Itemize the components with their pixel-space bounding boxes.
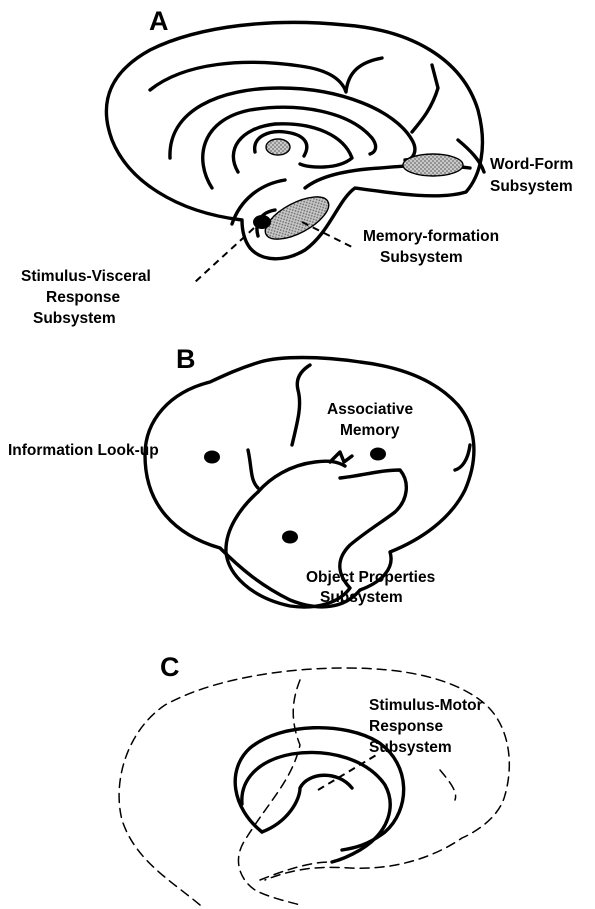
word-form-region: [403, 154, 463, 176]
object-properties-label-line1: Object Properties: [306, 569, 435, 586]
word-form-label-line2: Subsystem: [490, 178, 573, 195]
panel-b-inferior-sulcus: [248, 450, 258, 488]
panel-b: B Information Look-up Associative Memory…: [8, 344, 474, 607]
panel-a-sulcus-parietal: [412, 65, 438, 132]
panel-b-letter: B: [176, 344, 196, 374]
panel-a-letter: A: [149, 6, 169, 36]
stimulus-visceral-label-line1: Stimulus-Visceral: [21, 268, 151, 285]
stimulus-motor-label-line2: Response: [369, 718, 443, 735]
information-lookup-label: Information Look-up: [8, 442, 159, 459]
stimulus-visceral-region: [253, 215, 271, 229]
panel-a-callosum: [233, 124, 352, 172]
information-lookup-region: [204, 451, 220, 464]
panel-c-posterior-dashed: [440, 770, 456, 800]
panel-a-thalamic-region: [266, 139, 290, 155]
stimulus-motor-label-line3: Subsystem: [369, 739, 452, 756]
stimulus-motor-label-line1: Stimulus-Motor: [369, 697, 483, 714]
stimulus-visceral-label-line2: Response: [46, 289, 120, 306]
associative-memory-region: [370, 448, 386, 461]
panel-b-notch: [330, 452, 352, 462]
panel-c: C Stimulus-Motor Response Subsystem: [119, 652, 509, 905]
associative-memory-label-line2: Memory: [340, 422, 400, 439]
panel-b-parietal-sulcus: [455, 445, 470, 470]
panel-c-fornix: [262, 775, 352, 832]
object-properties-label-line2: Subsystem: [320, 589, 403, 606]
word-form-label-line1: Word-Form: [490, 156, 573, 173]
memory-formation-label-line2: Subsystem: [380, 249, 463, 266]
panel-c-limbic-inner: [242, 752, 390, 862]
memory-formation-label-line1: Memory-formation: [363, 228, 499, 245]
associative-memory-label-line1: Associative: [327, 401, 414, 418]
object-properties-region: [282, 531, 298, 544]
panel-b-temporal-lobe: [226, 470, 406, 607]
memory-formation-region: [259, 188, 335, 247]
stimulus-visceral-label-line3: Subsystem: [33, 310, 116, 327]
panel-a: A Word-Form Subsystem Memory-formation S…: [21, 6, 573, 327]
panel-b-sylvian-fissure: [258, 461, 345, 492]
panel-c-letter: C: [160, 652, 180, 682]
panel-b-central-sulcus: [292, 365, 310, 445]
